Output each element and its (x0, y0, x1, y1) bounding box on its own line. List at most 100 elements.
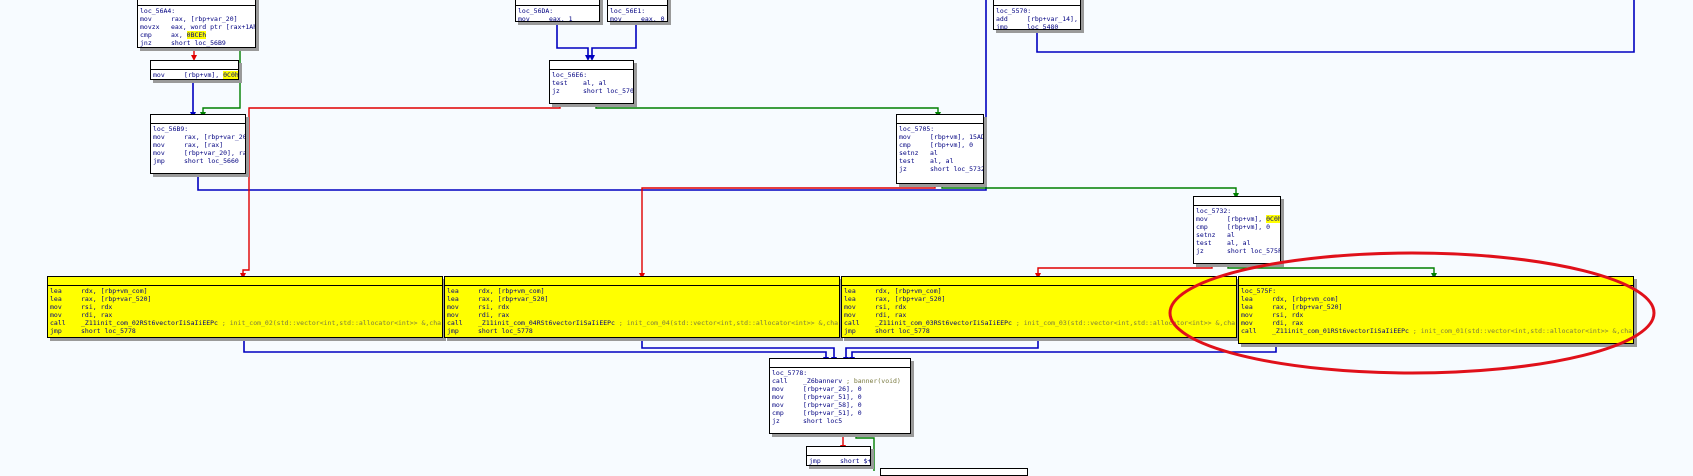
instruction-line[interactable]: mov[rbp+var_58], 0 (772, 401, 908, 409)
arrowhead (589, 55, 595, 61)
instruction-operands: al, al (1227, 239, 1251, 247)
instruction-line[interactable]: cmp[rbp+vm], 0 (1196, 223, 1278, 231)
instruction-line[interactable]: mov[rbp+vm], 15ADh (899, 133, 984, 141)
instruction-line[interactable]: mov[rbp+var_20], rax (153, 149, 245, 157)
instruction-operands: rdx, [rbp+vm_com] (875, 287, 942, 295)
instruction-line[interactable]: mov[rbp+vm], 0C0h (1196, 215, 1280, 223)
block-header (151, 61, 238, 70)
instruction-operands: rsi, rdx (478, 303, 510, 311)
edge (556, 22, 589, 58)
instruction-operands: short loc_575F (1227, 247, 1281, 255)
instruction-mnemonic: mov (518, 15, 530, 22)
instruction-mnemonic: mov (153, 149, 165, 157)
false-branch-edges (193, 42, 1213, 448)
instruction-line[interactable]: mov rsi, rdx (844, 303, 1234, 311)
code-block-loc-5778[interactable]: loc_5778:call_Z6bannerv ; banner(void)mo… (769, 358, 911, 434)
instruction-mnemonic: mov (1196, 215, 1208, 223)
instruction-line[interactable]: mov[rbp+var_51], 0 (772, 393, 908, 401)
instruction-line[interactable]: call_Z11init_com_02RSt6vectorIiSaIiEEPc … (50, 319, 442, 327)
instruction-line[interactable]: mov[rbp+var_26], 0 (772, 385, 908, 393)
instruction-line[interactable]: cmp[rbp+var_51], 0 (772, 409, 908, 417)
instruction-line[interactable]: call_Z11init_com_04RSt6vectorIiSaIiEEPc … (447, 319, 839, 327)
instruction-line[interactable]: call_Z6bannerv ; banner(void) (772, 377, 908, 385)
instruction-line[interactable]: cmp[rbp+vm], 0 (899, 141, 981, 149)
instruction-operands: [rbp+vm], 15ADh (930, 133, 984, 141)
instruction-line[interactable]: call_Z11init_com_03RSt6vectorIiSaIiEEPc … (844, 319, 1236, 327)
instruction-mnemonic: jz (899, 165, 907, 173)
instruction-operands: al (930, 149, 938, 157)
block-header (608, 0, 667, 6)
instruction-mnemonic: mov (844, 303, 856, 311)
block-header (1194, 197, 1280, 206)
block-header (445, 277, 839, 286)
instruction-mnemonic: mov (844, 311, 856, 319)
edge (591, 22, 637, 58)
code-block-mov-vm[interactable]: mov[rbp+vm], 0C0h (150, 60, 239, 80)
instruction-operands: rsi, rdx (875, 303, 907, 311)
instruction-line[interactable]: mov[rbp+vm], 0C0h (153, 71, 238, 79)
instruction-line[interactable]: add[rbp+var_14], 1 (996, 15, 1078, 23)
instruction-operands: short loc_5778 (875, 327, 930, 335)
instruction-line[interactable]: call_Z11init_com_01RSt6vectorIiSaIiEEPc … (1241, 327, 1633, 335)
instruction-mnemonic: call (50, 319, 66, 327)
instruction-mnemonic: lea (844, 295, 856, 303)
instruction-operands: _Z11init_com_02RSt6vectorIiSaIiEEPc (81, 319, 218, 327)
instruction-mnemonic: cmp (899, 141, 911, 149)
